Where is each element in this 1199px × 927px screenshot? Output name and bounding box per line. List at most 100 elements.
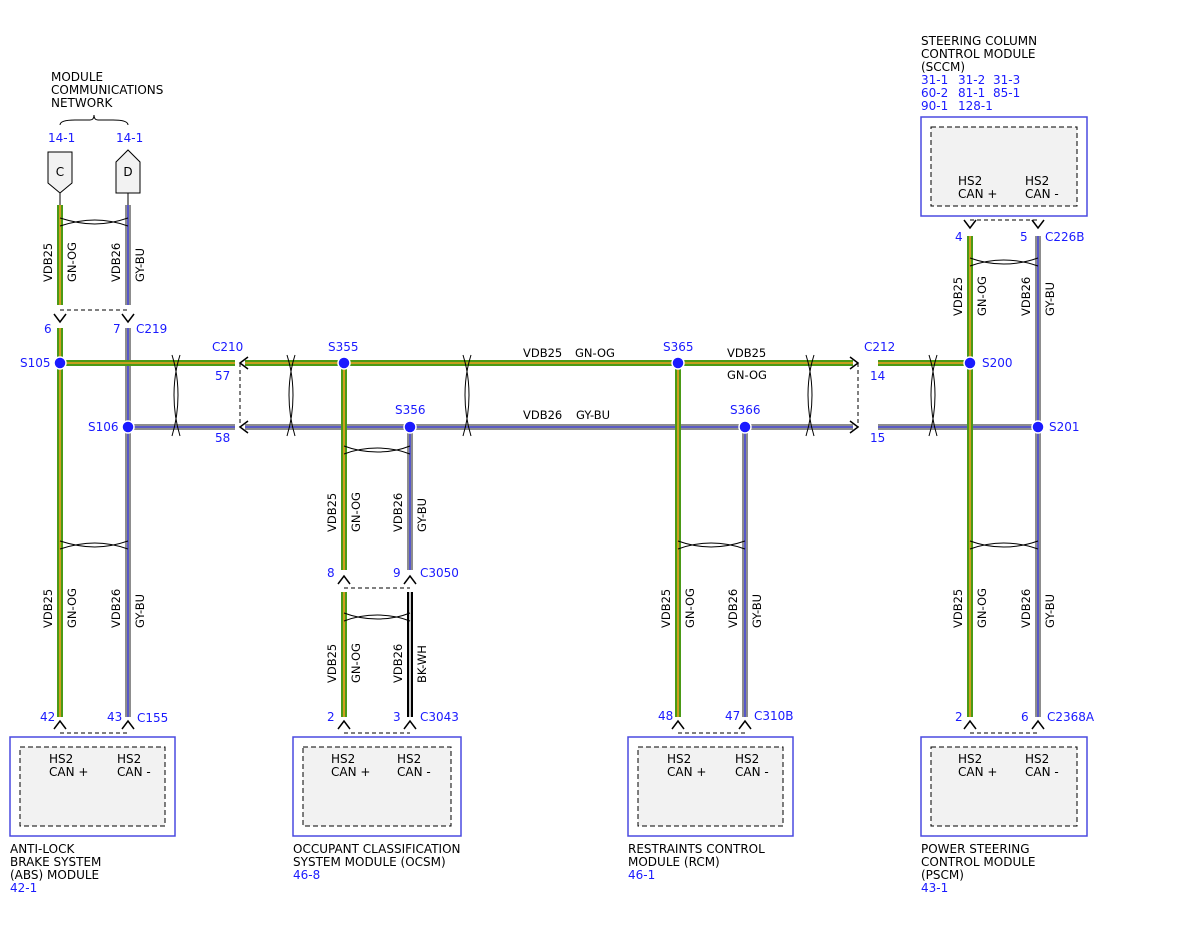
s355-label: S355	[328, 340, 359, 354]
ocsm-title: OCCUPANT CLASSIFICATION	[293, 842, 461, 856]
wire-label: VDB26	[726, 589, 740, 628]
c3050-pin: 8	[327, 566, 335, 580]
wire-label: VDB25	[325, 644, 339, 683]
sccm-pin-label: HS2	[1025, 174, 1049, 188]
wire-label: GN-OG	[65, 588, 79, 628]
abs-pin-label: CAN +	[49, 765, 88, 779]
c3050-label: C3050	[420, 566, 459, 580]
connector-outlines	[60, 219, 1038, 734]
wire-label: GY-BU	[133, 248, 147, 282]
pscm-box	[920, 736, 1088, 837]
abs-pin-label: HS2	[49, 752, 73, 766]
abs-connector: C155	[137, 711, 168, 725]
network-title-3: NETWORK	[51, 96, 114, 110]
pscm-pin: 2	[955, 710, 963, 724]
wire-label: GN-OG	[975, 276, 989, 316]
wire-layer	[57, 205, 1041, 717]
network-title-1: MODULE	[51, 70, 103, 84]
twist-markers	[59, 217, 1039, 622]
wire-label: VDB25	[523, 346, 562, 360]
wire-label: VDB26	[391, 644, 405, 683]
s201-label: S201	[1049, 420, 1080, 434]
rcm-pin: 47	[725, 709, 740, 723]
wire-label: GY-BU	[1043, 282, 1057, 316]
rcm-title: MODULE (RCM)	[628, 855, 720, 869]
splice-s355	[337, 356, 351, 370]
abs-title: (ABS) MODULE	[10, 868, 99, 882]
wire-label: GY-BU	[133, 594, 147, 628]
pscm-pin-label: HS2	[958, 752, 982, 766]
rcm-pin-label: HS2	[735, 752, 759, 766]
ocsm-connector: C3043	[420, 710, 459, 724]
pscm-pin-label: CAN -	[1025, 765, 1059, 779]
pscm-connector: C2368A	[1047, 710, 1095, 724]
abs-title: BRAKE SYSTEM	[10, 855, 101, 869]
abs-box	[9, 736, 176, 837]
network-connectors: C D	[47, 114, 141, 205]
c212-pin: 14	[870, 369, 885, 383]
sccm-ref: 90-1	[921, 99, 948, 113]
splice-s105	[53, 356, 67, 370]
splice-s366	[738, 420, 752, 434]
s200-label: S200	[982, 356, 1013, 370]
s106-label: S106	[88, 420, 119, 434]
wire-label: VDB26	[523, 408, 562, 422]
sccm-ref: 31-1	[921, 73, 948, 87]
sccm-pin-label: HS2	[958, 174, 982, 188]
c210-pin: 58	[215, 431, 230, 445]
wire-label: VDB25	[951, 589, 965, 628]
wire-label: VDB26	[109, 243, 123, 282]
pscm-pin-label: CAN +	[958, 765, 997, 779]
wire-label: VDB26	[1019, 589, 1033, 628]
c3050-pin: 9	[393, 566, 401, 580]
s365-label: S365	[663, 340, 694, 354]
rcm-pin-label: CAN -	[735, 765, 769, 779]
wire-label: VDB25	[951, 277, 965, 316]
vertical-wire-labels: VDB25 GN-OG VDB26 GY-BU VDB25 GN-OG VDB2…	[41, 242, 1057, 683]
c219-pin: 7	[113, 322, 121, 336]
connector-d-label: D	[123, 165, 132, 179]
ocsm-pin: 2	[327, 710, 335, 724]
pscm-ref: 43-1	[921, 881, 948, 895]
wire-label: BK-WH	[415, 645, 429, 683]
ocsm-pin: 3	[393, 710, 401, 724]
c210-pin: 57	[215, 369, 230, 383]
abs-ref: 42-1	[10, 881, 37, 895]
ocsm-pin-label: CAN +	[331, 765, 370, 779]
rcm-pin: 48	[658, 709, 673, 723]
ocsm-pin-label: HS2	[397, 752, 421, 766]
wire-label: GN-OG	[727, 368, 767, 382]
s105-label: S105	[20, 356, 51, 370]
labels: MODULE COMMUNICATIONS NETWORK 14-1 14-1 …	[10, 34, 1095, 895]
sccm-ref: 31-2	[958, 73, 985, 87]
modules	[9, 116, 1088, 837]
wire-label: VDB25	[727, 346, 766, 360]
rcm-pin-label: CAN +	[667, 765, 706, 779]
splice-s365	[671, 356, 685, 370]
sccm-ref: 81-1	[958, 86, 985, 100]
sccm-ref: 128-1	[958, 99, 993, 113]
rcm-ref: 46-1	[628, 868, 655, 882]
ocsm-ref: 46-8	[293, 868, 320, 882]
abs-pin: 43	[107, 710, 122, 724]
ocsm-title: SYSTEM MODULE (OCSM)	[293, 855, 446, 869]
ocsm-pin-label: HS2	[331, 752, 355, 766]
sccm-connector: C226B	[1045, 230, 1085, 244]
wire-label: VDB25	[41, 589, 55, 628]
network-title-2: COMMUNICATIONS	[51, 83, 163, 97]
sccm-pin-label: CAN -	[1025, 187, 1059, 201]
splice-s106	[121, 420, 135, 434]
rcm-title: RESTRAINTS CONTROL	[628, 842, 765, 856]
pscm-title: POWER STEERING	[921, 842, 1030, 856]
pscm-title: CONTROL MODULE	[921, 855, 1036, 869]
wire-label: VDB26	[391, 493, 405, 532]
sccm-box	[920, 116, 1088, 217]
rcm-box	[627, 736, 794, 837]
wire-label: VDB26	[109, 589, 123, 628]
network-ref-d: 14-1	[116, 131, 143, 145]
wire-label: GN-OG	[683, 588, 697, 628]
s356-label: S356	[395, 403, 426, 417]
wire-label: GN-OG	[349, 643, 363, 683]
sccm-title-3: (SCCM)	[921, 60, 965, 74]
ocsm-pin-label: CAN -	[397, 765, 431, 779]
